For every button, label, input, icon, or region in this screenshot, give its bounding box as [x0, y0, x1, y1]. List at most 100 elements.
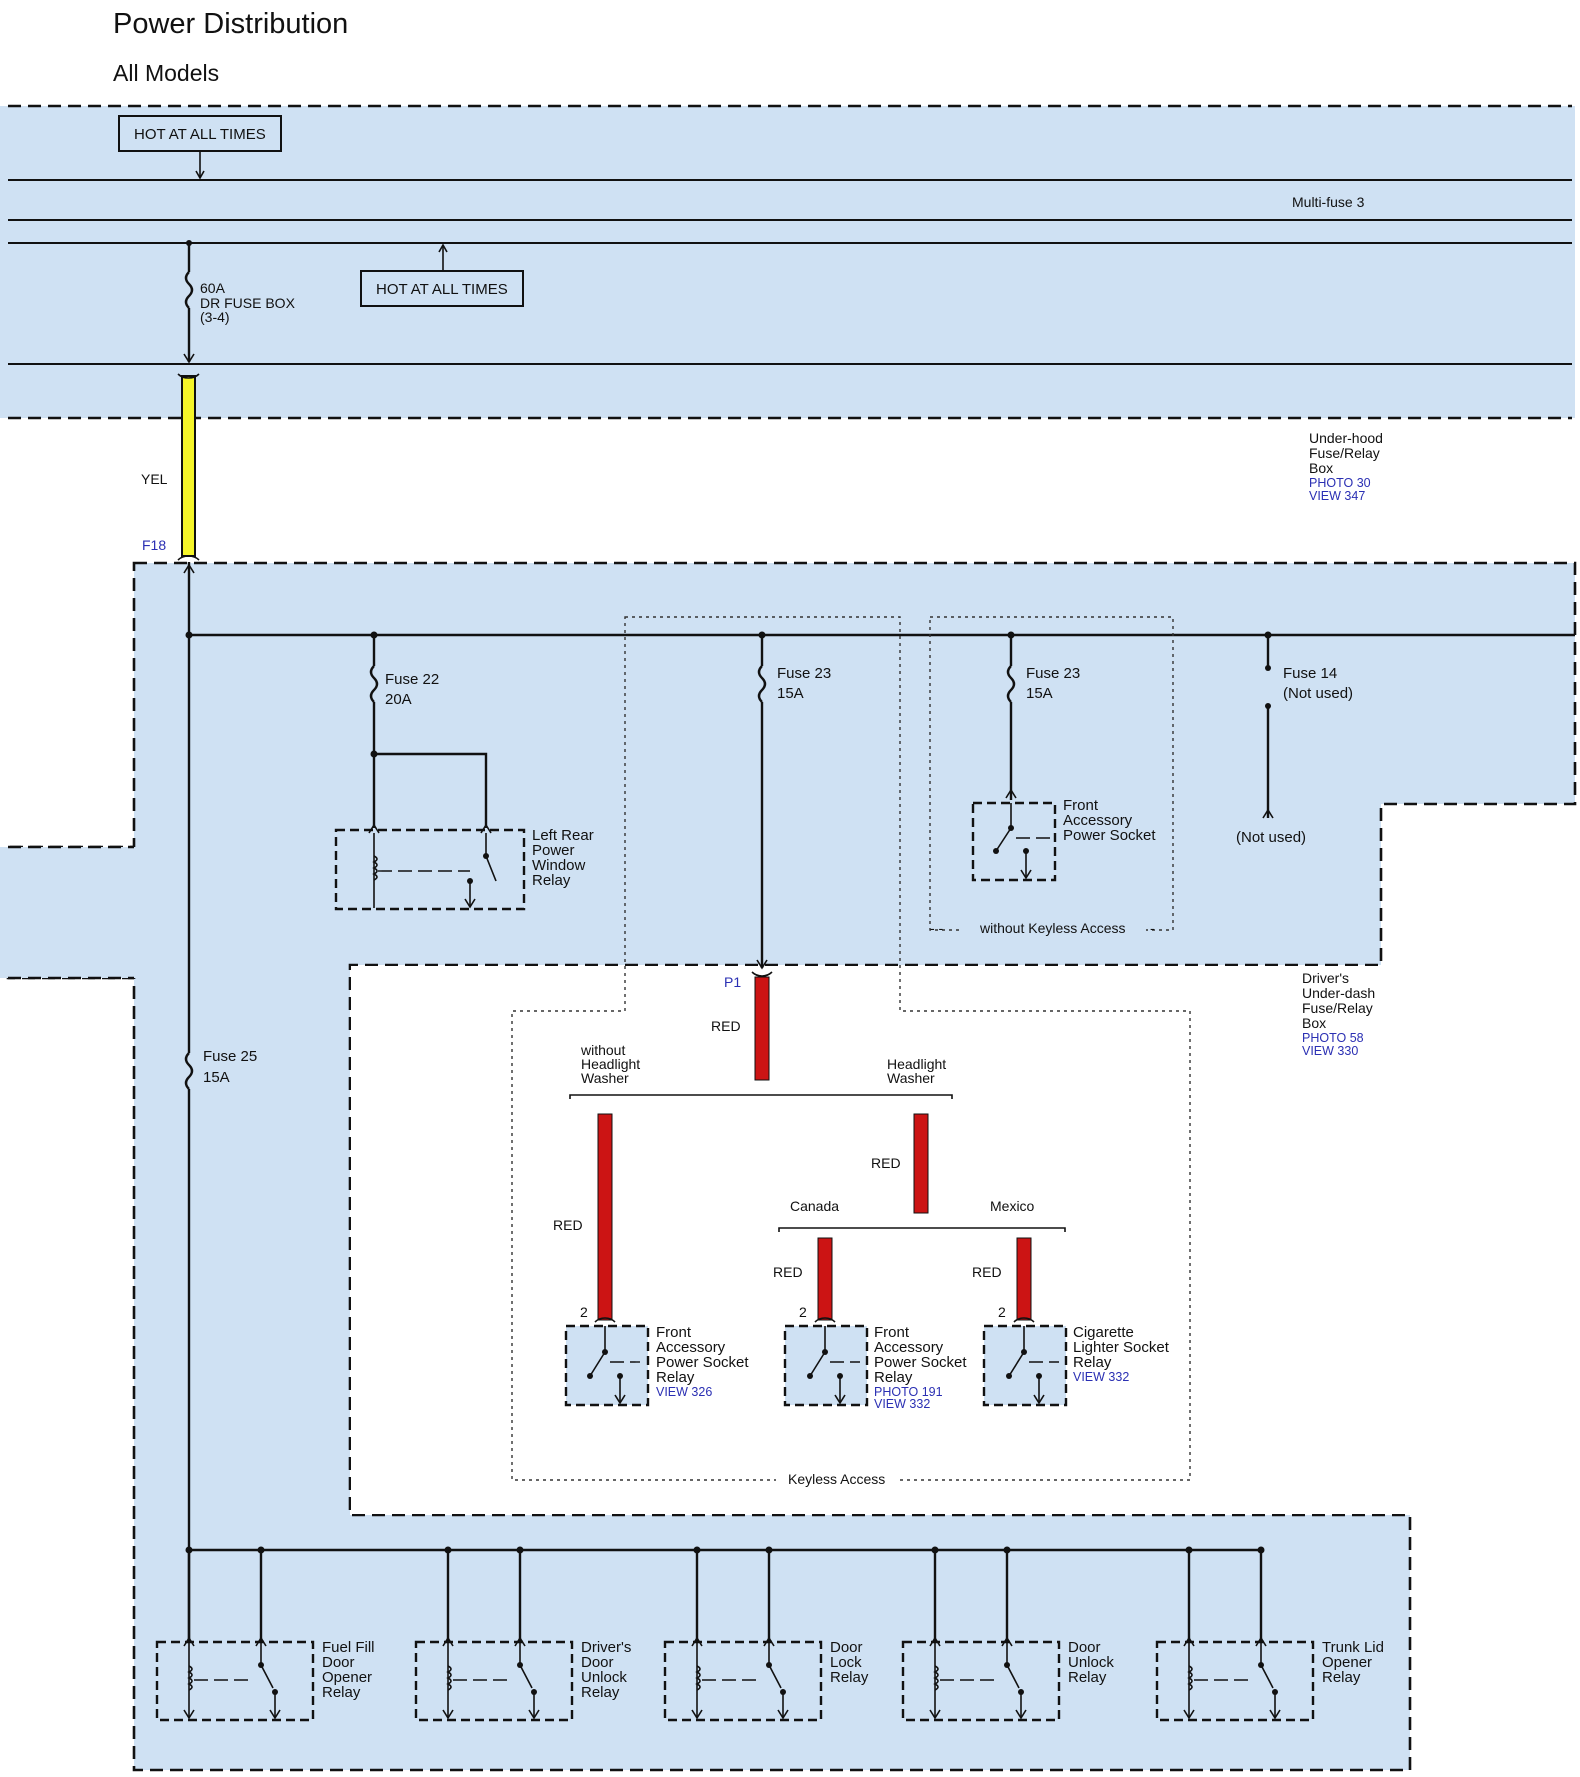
svg-text:20A: 20A: [385, 691, 412, 708]
svg-text:Window: Window: [532, 857, 586, 874]
svg-text:RED: RED: [773, 1264, 803, 1280]
connector-f18: F18: [142, 537, 166, 553]
svg-text:Front: Front: [656, 1324, 692, 1341]
underdash-view-ref: VIEW 330: [1302, 1044, 1358, 1058]
svg-text:15A: 15A: [203, 1069, 230, 1086]
bottom-relay-label: Driver's: [581, 1639, 631, 1656]
underhood-photo-ref: PHOTO 30: [1309, 476, 1371, 490]
fuse-23-icon: [757, 665, 767, 703]
svg-text:2: 2: [998, 1304, 1006, 1320]
underhood-fuse-relay-box: Multi-fuse 3 HOT AT ALL TIMES HOT AT ALL…: [0, 104, 1575, 420]
yel-wire: YEL F18: [141, 373, 200, 561]
svg-text:Accessory: Accessory: [874, 1339, 944, 1356]
page-title: Power Distribution: [113, 8, 348, 40]
left-rear-power-window-relay: Left Rear Power Window Relay: [334, 823, 594, 911]
underhood-view-ref: VIEW 347: [1309, 489, 1365, 503]
svg-text:Fuse/Relay: Fuse/Relay: [1309, 445, 1380, 461]
red-wire-without-hw: [597, 1113, 613, 1321]
svg-text:Relay: Relay: [874, 1369, 913, 1386]
svg-text:Washer: Washer: [581, 1070, 629, 1086]
bottom-relay-label: Door: [322, 1654, 355, 1671]
svg-text:2: 2: [580, 1304, 588, 1320]
bottom-relay-label: Fuel Fill: [322, 1639, 375, 1656]
svg-text:Accessory: Accessory: [1063, 812, 1133, 829]
svg-text:Front: Front: [1063, 797, 1099, 814]
svg-text:Lighter Socket: Lighter Socket: [1073, 1339, 1170, 1356]
svg-text:PHOTO 191: PHOTO 191: [874, 1385, 943, 1399]
bottom-relay-label: Door: [1068, 1639, 1101, 1656]
svg-text:Fuse 14: Fuse 14: [1283, 665, 1337, 682]
connector-p1: P1: [724, 974, 741, 990]
fuse-23-icon: [1006, 665, 1016, 703]
svg-text:Relay: Relay: [656, 1369, 695, 1386]
front-accessory-power-socket: Front Accessory Power Socket: [971, 788, 1156, 882]
hot-at-all-times-box-2: [360, 270, 524, 307]
svg-text:Headlight: Headlight: [581, 1056, 640, 1072]
bottom-relay-label: Unlock: [581, 1669, 627, 1686]
svg-text:Box: Box: [1302, 1015, 1326, 1031]
fuse60-pins: (3-4): [200, 309, 230, 325]
bottom-relay-label: Door: [581, 1654, 614, 1671]
fuse60-rating: 60A: [200, 280, 226, 296]
svg-text:Relay: Relay: [532, 872, 571, 889]
svg-text:VIEW 332: VIEW 332: [874, 1397, 930, 1411]
svg-text:RED: RED: [553, 1217, 583, 1233]
svg-text:15A: 15A: [1026, 685, 1053, 702]
red-wire-mexico: [1016, 1237, 1032, 1321]
svg-text:Accessory: Accessory: [656, 1339, 726, 1356]
svg-text:RED: RED: [711, 1018, 741, 1034]
fuse-23-keyless-branch: Fuse 23 15A: [756, 631, 831, 970]
fuse-60a-icon: [184, 271, 194, 309]
svg-text:Under-dash: Under-dash: [1302, 985, 1375, 1001]
bottom-relay-label: Trunk Lid: [1322, 1639, 1384, 1656]
underdash-photo-ref: PHOTO 58: [1302, 1031, 1364, 1045]
svg-text:Power Socket: Power Socket: [874, 1354, 967, 1371]
without-keyless-zone: [929, 616, 1174, 931]
bottom-relay-label: Unlock: [1068, 1654, 1114, 1671]
front-accessory-power-socket-relay-2: 2 Front Accessory Power Socket Relay PHO…: [783, 1304, 967, 1411]
svg-text:- -: - -: [930, 920, 944, 936]
fuse-22-icon: [369, 665, 379, 703]
svg-text:(Not used): (Not used): [1283, 685, 1353, 702]
svg-text:-: -: [1150, 920, 1155, 936]
bottom-relay-label: Relay: [1322, 1669, 1361, 1686]
front-accessory-power-socket-relay-1: 2 Front Accessory Power Socket Relay VIE…: [564, 1304, 749, 1407]
cigarette-lighter-socket-relay: 2 Cigarette Lighter Socket Relay VIEW 33…: [982, 1304, 1170, 1407]
svg-text:Mexico: Mexico: [990, 1198, 1035, 1214]
bottom-relay-label: Opener: [322, 1669, 372, 1686]
svg-text:Power Socket: Power Socket: [656, 1354, 749, 1371]
fuse-23-socket-branch: Fuse 23 15A: [1006, 631, 1080, 800]
bottom-relays: Fuel FillDoorOpenerRelayDriver'sDoorUnlo…: [155, 1546, 1384, 1722]
svg-text:Relay: Relay: [1073, 1354, 1112, 1371]
fuse-22-branch: Fuse 22 20A: [369, 631, 488, 828]
svg-text:VIEW 332: VIEW 332: [1073, 1370, 1129, 1384]
bottom-relay-label: Relay: [581, 1684, 620, 1701]
main-bus: [183, 562, 1575, 1053]
svg-text:Power Socket: Power Socket: [1063, 827, 1156, 844]
svg-text:RED: RED: [871, 1155, 901, 1171]
svg-text:2: 2: [799, 1304, 807, 1320]
svg-text:Fuse 22: Fuse 22: [385, 671, 439, 688]
svg-text:Box: Box: [1309, 460, 1333, 476]
svg-text:Fuse 23: Fuse 23: [777, 665, 831, 682]
not-used-label: (Not used): [1236, 829, 1306, 846]
svg-text:Fuse 23: Fuse 23: [1026, 665, 1080, 682]
underdash-box-label: Driver's Under-dash Fuse/Relay Box PHOTO…: [1302, 970, 1375, 1058]
without-keyless-label: without Keyless Access: [979, 920, 1126, 936]
svg-text:Fuse 25: Fuse 25: [203, 1048, 257, 1065]
svg-text:RED: RED: [972, 1264, 1002, 1280]
bottom-relay-label: Lock: [830, 1654, 862, 1671]
bottom-relay-label: Door: [830, 1639, 863, 1656]
headlight-washer-split: without Headlight Washer Headlight Washe…: [569, 1042, 953, 1099]
svg-text:15A: 15A: [777, 685, 804, 702]
page-subtitle: All Models: [113, 60, 219, 86]
svg-text:Left Rear: Left Rear: [532, 827, 594, 844]
red-wire-with-hw: [913, 1113, 929, 1214]
keyless-access-label: Keyless Access: [788, 1471, 885, 1487]
